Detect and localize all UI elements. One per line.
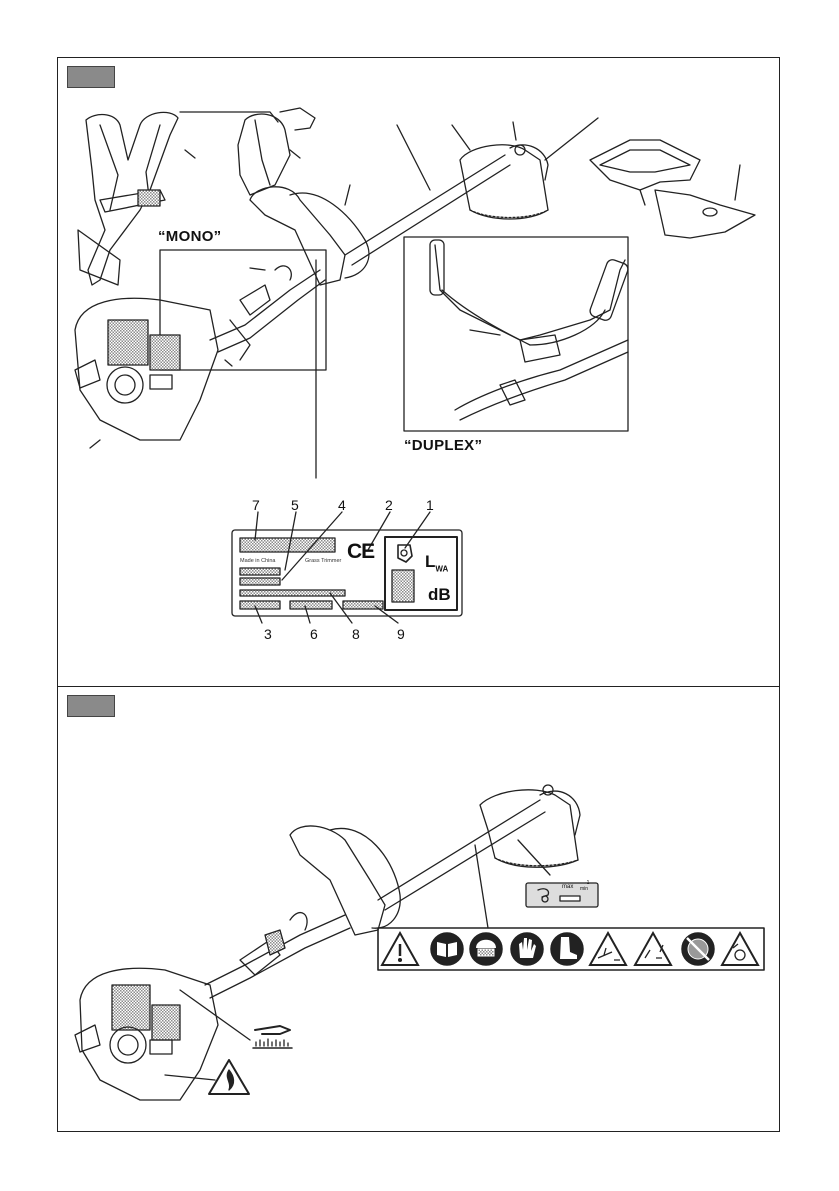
bystander-distance-icon xyxy=(635,933,671,965)
warning-triangle-icon xyxy=(382,933,418,965)
thrown-objects-hazard-icon xyxy=(590,933,626,965)
helmet-visor-ear-protection-icon xyxy=(470,933,502,965)
read-manual-icon xyxy=(431,933,463,965)
boots-icon xyxy=(551,933,583,965)
no-saw-blade-icon xyxy=(682,933,714,965)
gloves-icon xyxy=(511,933,543,965)
blade-kickback-icon xyxy=(722,933,758,965)
